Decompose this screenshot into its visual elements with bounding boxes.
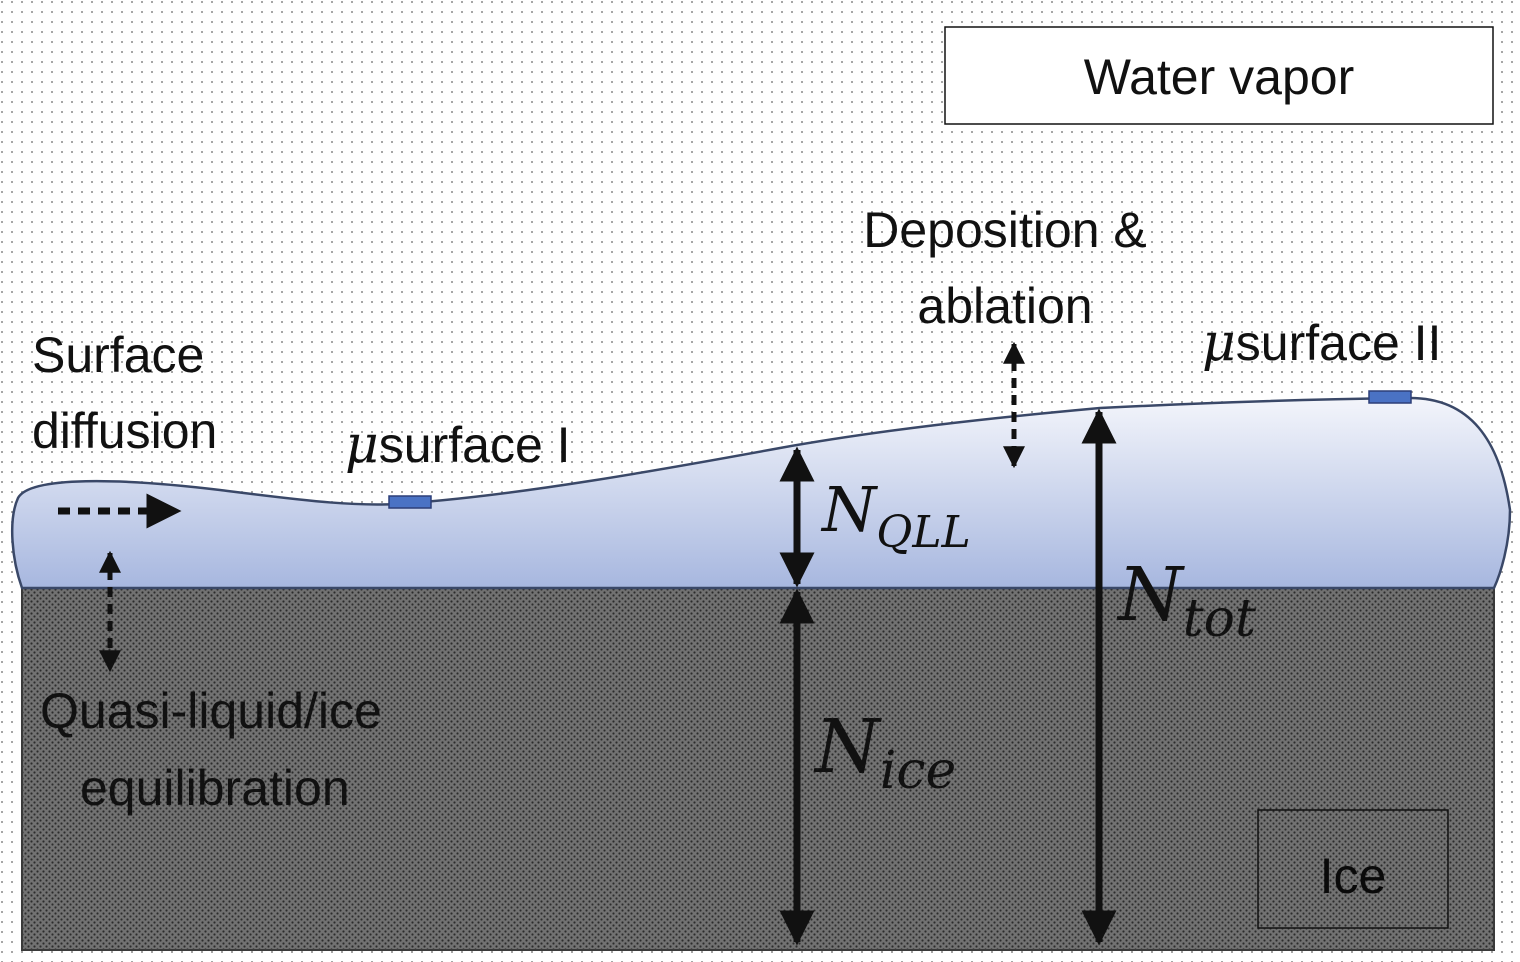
microsurface-1-text: surface I [379, 417, 571, 473]
microsurface-2-symbol: μ [1202, 313, 1236, 373]
ice-label-box [1257, 809, 1449, 929]
n-qll-subscript: QLL [876, 507, 971, 558]
n-tot-subscript: tot [1183, 589, 1256, 649]
ice-label: Ice [1320, 848, 1387, 904]
n-ice-label: Nice [813, 704, 956, 801]
microsurface-2-label: μsurface II [1202, 313, 1441, 373]
n-tot-symbol: N [1116, 552, 1185, 638]
surface-diffusion-line-2: diffusion [32, 403, 217, 459]
n-tot-label: Ntot [1116, 552, 1256, 649]
equilibration-line-1: Quasi-liquid/ice [40, 683, 382, 739]
n-ice-subscript: ice [880, 741, 957, 801]
equilibration-line-2: equilibration [80, 760, 350, 816]
surface-diffusion-line-1: Surface [32, 327, 204, 383]
water-vapor-label: Water vapor [1084, 49, 1354, 105]
n-ice-symbol: N [813, 704, 882, 790]
microsurface-2-text: surface II [1236, 315, 1442, 371]
ice-region [21, 587, 1495, 951]
deposition-line-1: Deposition & [863, 202, 1147, 258]
water-vapor-box [944, 26, 1494, 125]
n-qll-symbol: N [820, 473, 879, 546]
microsurface-1-label: μsurface I [345, 415, 571, 475]
n-qll-label: NQLL [820, 473, 971, 558]
microsurface-1-symbol: μ [345, 415, 379, 475]
microsurface-2-marker [1368, 390, 1412, 404]
microsurface-1-marker [388, 495, 432, 509]
deposition-line-2: ablation [917, 278, 1092, 334]
